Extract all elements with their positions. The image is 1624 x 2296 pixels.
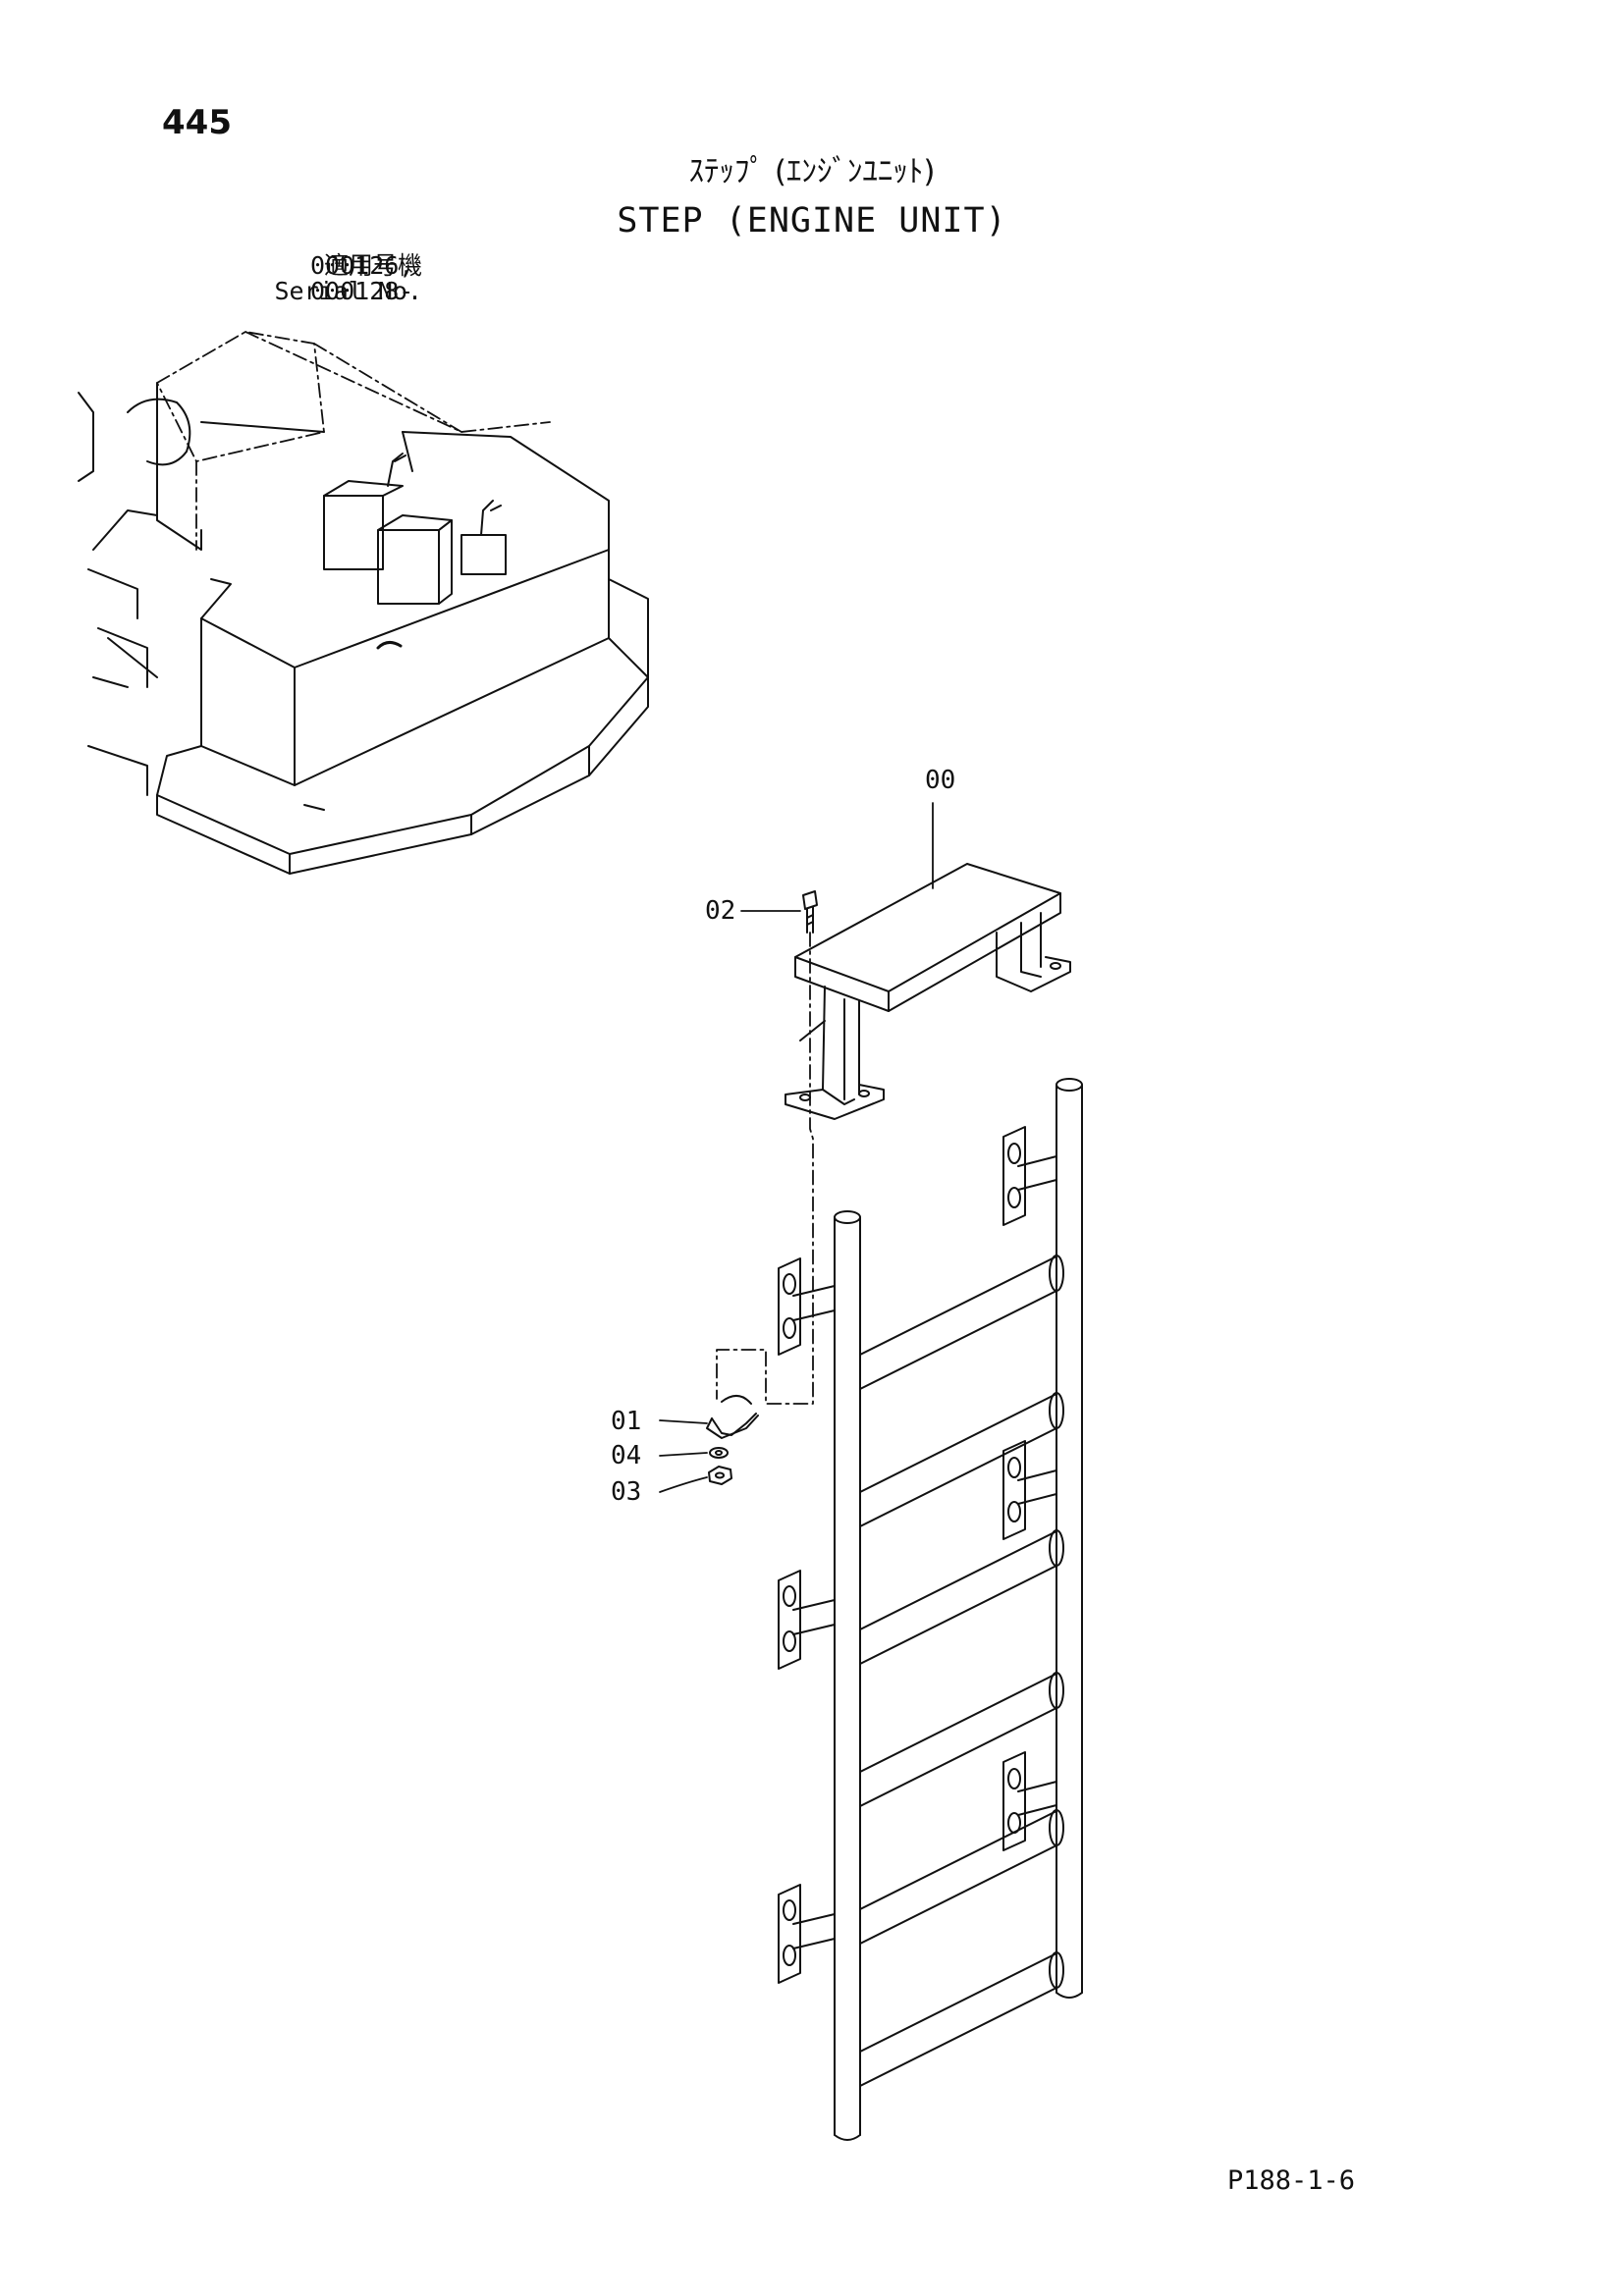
callout-00: 00 — [925, 766, 956, 795]
engine-unit-overview-illustration — [78, 331, 649, 875]
callout-01: 01 — [611, 1407, 642, 1436]
callout-03: 03 — [611, 1477, 642, 1507]
callout-02: 02 — [705, 896, 736, 926]
ladder-illustration — [778, 1078, 1083, 2141]
serial-value-first: 000126, — [310, 251, 414, 280]
washer-icon — [659, 1447, 729, 1459]
serial-value-second: 000128- — [310, 277, 414, 305]
bolt-icon — [716, 890, 818, 1405]
document-code: P188-1-6 — [1227, 2165, 1356, 2196]
clamp-icon — [659, 1395, 759, 1439]
title-japanese: ｽﾃｯﾌﾟ (ｴﾝｼﾞﾝﾕﾆｯﾄ) — [688, 154, 936, 189]
nut-icon — [659, 1466, 732, 1493]
callout-04: 04 — [611, 1441, 642, 1470]
step-platform-illustration — [785, 802, 1071, 1120]
page-number: 445 — [162, 103, 232, 142]
serial-label-japanese: 適用号機 — [323, 251, 422, 280]
serial-label-english: Serial No. — [274, 277, 422, 305]
title-english: STEP (ENGINE UNIT) — [617, 201, 1007, 240]
